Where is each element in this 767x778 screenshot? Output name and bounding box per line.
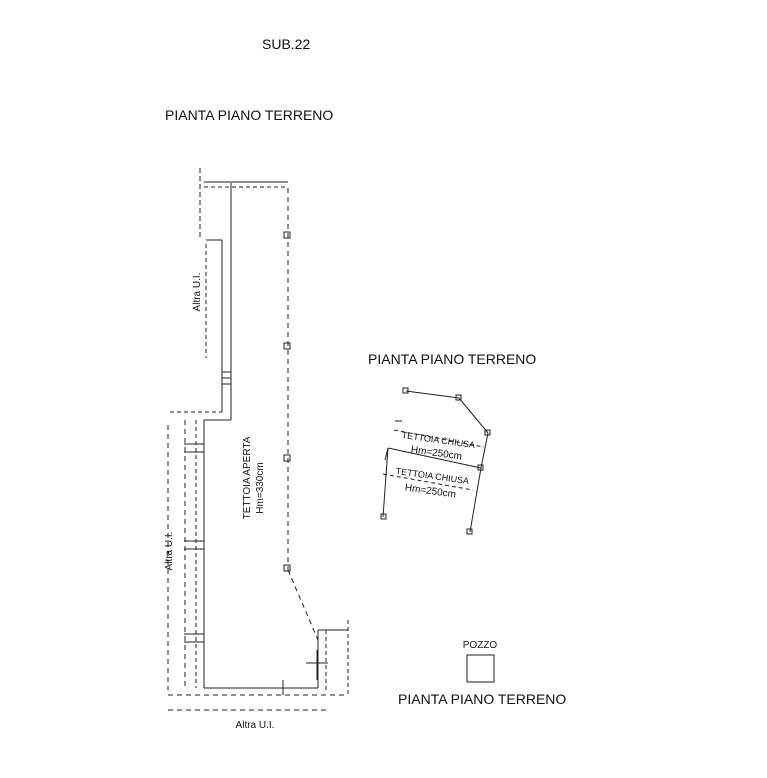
well-square (466, 654, 495, 683)
sub-number: SUB.22 (262, 36, 311, 52)
heading-middle: PIANTA PIANO TERRENO (368, 351, 537, 367)
left-upper-neighbor-label: Altra U.I. (192, 273, 203, 312)
room-name-tettoia-aperta: TETTOIA APERTA (242, 436, 253, 519)
well-label: POZZO (463, 640, 498, 651)
left-plan (167, 168, 349, 711)
left-bottom-neighbor-label: Altra U.I. (236, 720, 275, 731)
room-height-tettoia-aperta: Hm=330cm (255, 462, 266, 513)
heading-bottom: PIANTA PIANO TERRENO (398, 691, 567, 707)
left-lower-neighbor-label: Altra U.I. (164, 532, 175, 571)
heading-top: PIANTA PIANO TERRENO (165, 107, 334, 123)
right-plan (380, 387, 491, 535)
